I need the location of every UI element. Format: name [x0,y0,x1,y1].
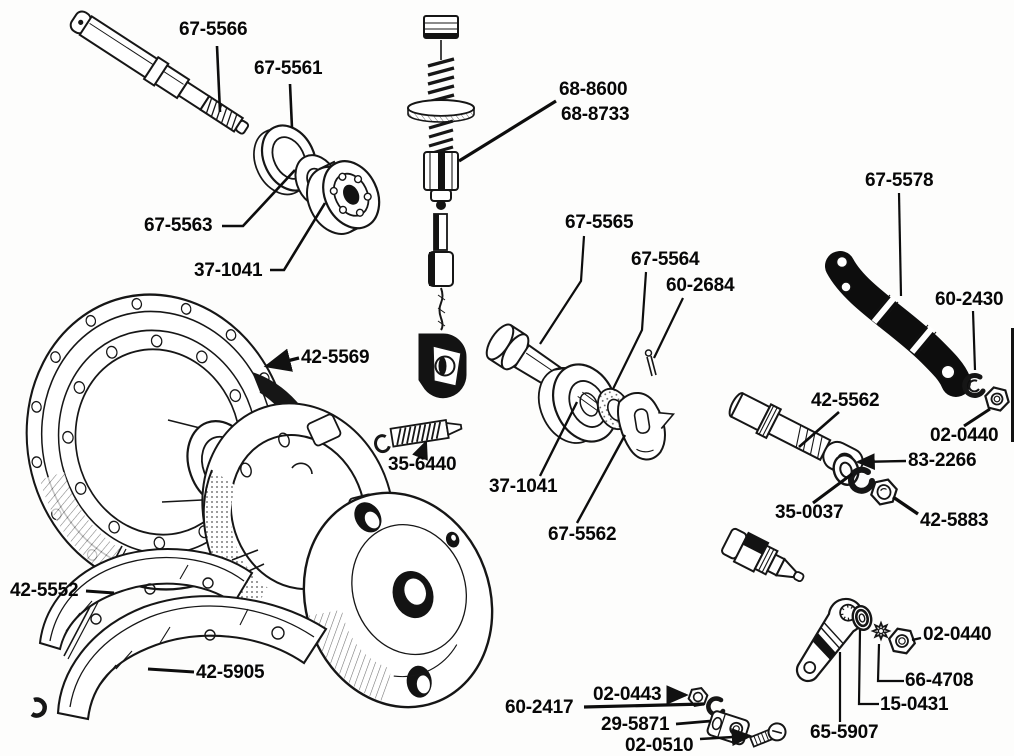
part-label-02-0440-lever: 02-0440 [923,624,992,645]
part-label-35-6440: 35-6440 [388,454,457,475]
part-label-67-5563: 67-5563 [144,215,213,236]
part-label-15-0431: 15-0431 [880,694,949,715]
cam-assembly-art [485,323,676,461]
part-label-60-2430: 60-2430 [935,289,1004,310]
part-label-83-2266: 83-2266 [908,450,977,471]
part-label-37-1041: 37-1041 [194,260,263,281]
part-label-29-5871: 29-5871 [601,714,670,735]
part-label-42-5569: 42-5569 [301,347,370,368]
part-label-66-4708: 66-4708 [905,670,974,691]
part-label-42-5562: 42-5562 [811,390,880,411]
backplate-art [302,491,494,709]
part-label-60-2684: 60-2684 [666,275,735,296]
pivot-pin-art [721,392,898,583]
part-label-67-5561: 67-5561 [254,58,323,79]
shoe-spring-art [374,419,463,454]
cable-adjuster-art [407,15,475,399]
part-label-68-8733: 68-8733 [561,104,630,125]
leader-lines [85,45,991,747]
torque-arm-art [825,251,971,397]
part-label-67-5578: 67-5578 [865,170,934,191]
lever-art [795,597,917,683]
axle-art [69,10,250,135]
part-label-42-5905: 42-5905 [196,662,265,683]
brake-shoes-art [30,545,328,721]
part-label-67-5564: 67-5564 [631,249,700,270]
part-label-42-5883: 42-5883 [920,510,989,531]
part-label-02-0440-top: 02-0440 [930,425,999,446]
part-label-42-5552: 42-5552 [10,580,79,601]
part-label-68-8600: 68-8600 [559,79,628,100]
clevis-group-art [687,687,787,748]
part-label-67-5565: 67-5565 [565,212,634,233]
part-label-02-0443: 02-0443 [593,684,662,705]
part-label-37-1041-cam: 37-1041 [489,476,558,497]
bearing-stack-art [253,124,381,235]
part-label-67-5566: 67-5566 [179,19,248,40]
part-label-65-5907: 65-5907 [810,722,879,743]
part-label-67-5562: 67-5562 [548,524,617,545]
part-label-35-0037: 35-0037 [775,502,844,523]
part-label-02-0510: 02-0510 [625,735,694,756]
top-right-fasteners-art [962,328,1014,442]
part-label-60-2417: 60-2417 [505,697,574,718]
